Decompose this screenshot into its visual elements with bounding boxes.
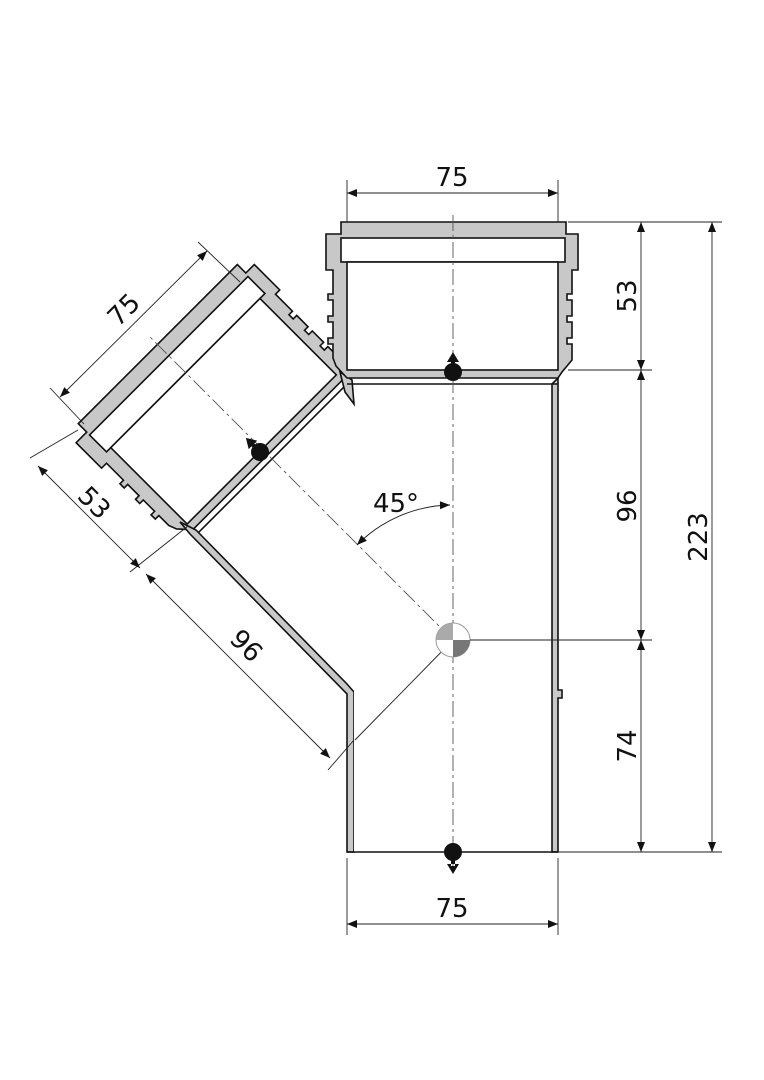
insertion-mark-icon: [444, 843, 462, 874]
dim-body-upper: 96: [613, 489, 643, 522]
insertion-mark-icon: [245, 437, 269, 461]
dim-top-width: 75: [435, 163, 468, 193]
dim-angle: 45°: [373, 489, 419, 519]
dim-total-height: 223: [684, 512, 714, 562]
center-point-marker: [435, 622, 471, 658]
branch-lower-wall: [179, 521, 355, 853]
main-pipe-bore: [354, 384, 552, 852]
dim-branch-width: 75: [102, 288, 147, 333]
dim-branch-length: 96: [223, 624, 268, 669]
dim-bottom-width: 75: [435, 894, 468, 924]
dim-body-lower: 74: [613, 729, 643, 762]
dim-branch-socket-depth: 53: [71, 481, 116, 526]
main-right-wall: [551, 376, 563, 853]
dim-socket-depth: 53: [613, 279, 643, 312]
insertion-mark-icon: [444, 352, 462, 381]
